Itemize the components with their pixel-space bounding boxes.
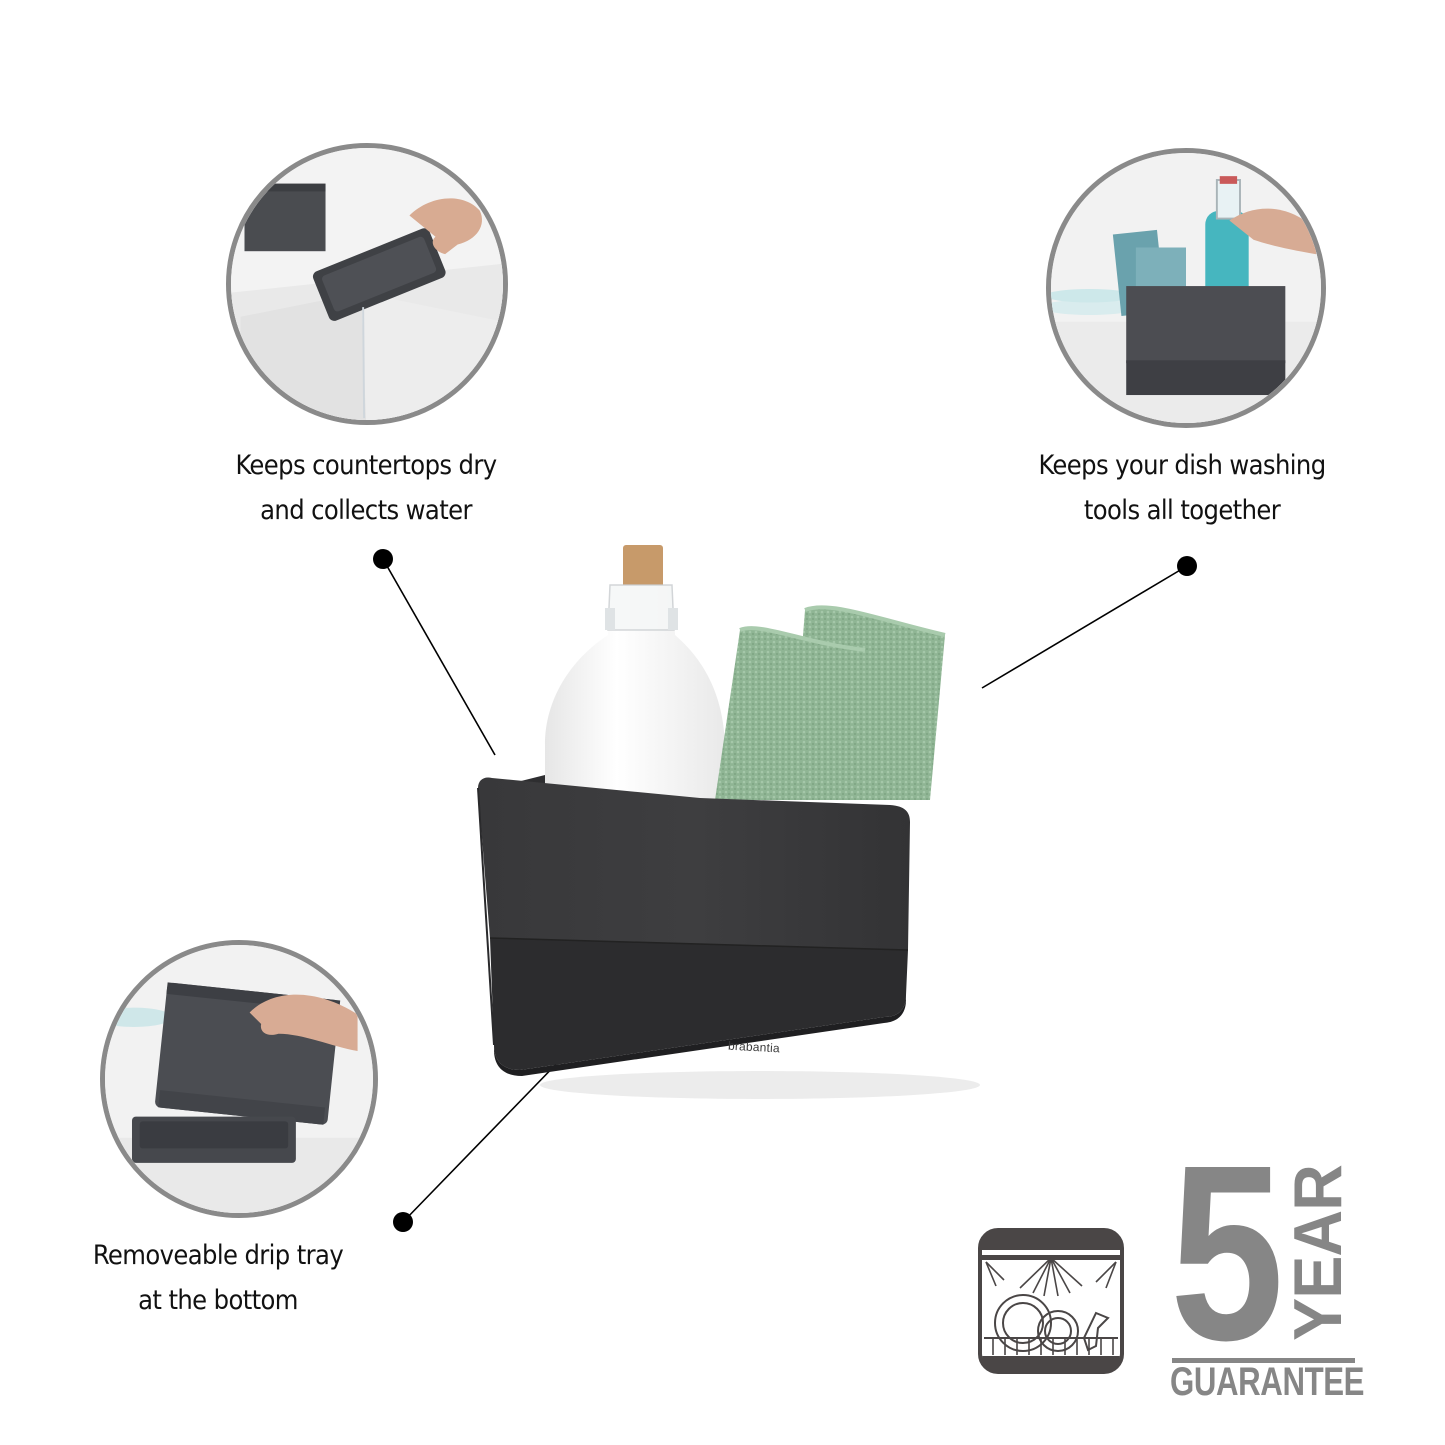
caption-line: Keeps countertops dry: [235, 450, 497, 481]
guarantee-badge: 5 YEAR GUARANTEE: [1170, 1128, 1364, 1403]
guarantee-unit-text: YEAR: [1280, 1165, 1356, 1341]
sink-caddy-illustration: [477, 545, 980, 1099]
guarantee-unit: YEAR: [1280, 1158, 1356, 1348]
caption-line: at the bottom: [138, 1285, 298, 1316]
callout-dot-drip-tray: [393, 1212, 413, 1232]
callout-dot-countertops: [373, 549, 393, 569]
caption-line: and collects water: [260, 495, 472, 526]
feature-image-removable-tray: [100, 940, 378, 1218]
feature-image-drip-tray-pour: [226, 143, 508, 425]
caption-removeable-drip-tray: Removeable drip tray at the bottom: [58, 1233, 378, 1323]
dishwasher-safe-icon: [978, 1228, 1124, 1374]
hand-pouring-water-from-drip-tray-icon: [231, 148, 503, 420]
caption-line: Removeable drip tray: [92, 1240, 344, 1271]
caption-line: Keeps your dish washing: [1038, 450, 1326, 481]
caption-countertops-dry: Keeps countertops dry and collects water: [196, 443, 536, 533]
product-sink-caddy: [460, 530, 990, 1110]
callout-line-tools: [981, 565, 1188, 689]
caption-tools-together: Keeps your dish washing tools all togeth…: [1002, 443, 1362, 533]
guarantee-number: 5: [1170, 1113, 1284, 1392]
guarantee-divider: [1172, 1358, 1355, 1363]
guarantee-label: GUARANTEE: [1170, 1360, 1365, 1404]
lifting-caddy-off-drip-tray-icon: [105, 945, 373, 1213]
caddy-with-cloths-and-bottle-icon: [1051, 153, 1321, 423]
brand-logo: brabantia: [727, 1038, 781, 1056]
caption-line: tools all together: [1083, 495, 1281, 526]
callout-dot-tools: [1177, 556, 1197, 576]
feature-image-tools-together: [1046, 148, 1326, 428]
